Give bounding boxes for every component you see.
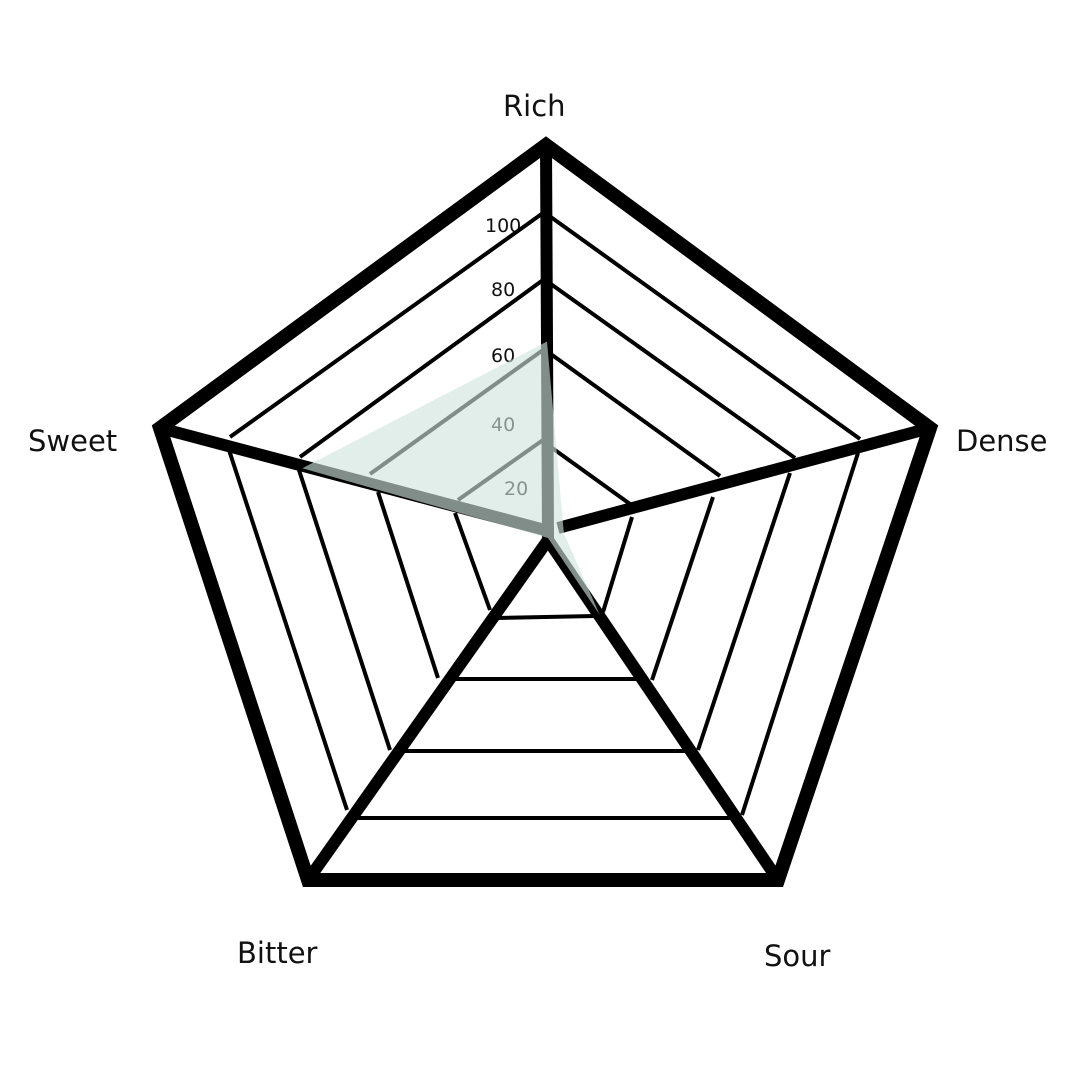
grid-line <box>497 614 596 620</box>
axis-label-rich: Rich <box>503 89 566 123</box>
grid-line <box>296 466 392 751</box>
grid-line <box>376 491 440 679</box>
grid-line <box>546 213 862 441</box>
radar-outer-frame <box>151 136 939 887</box>
grid-line <box>740 452 860 816</box>
radar-grid <box>226 211 862 820</box>
tick-label-100: 100 <box>485 215 521 237</box>
axis-label-bitter: Bitter <box>237 936 318 970</box>
spoke-bitter <box>303 536 553 884</box>
grid-line <box>696 472 792 751</box>
grid-line <box>601 516 634 613</box>
spoke-sour <box>543 536 783 884</box>
grid-line <box>546 280 797 460</box>
axis-label-dense: Dense <box>956 424 1048 458</box>
grid-line <box>298 278 545 459</box>
spoke-dense <box>556 422 932 534</box>
grid-line <box>226 446 349 811</box>
axis-label-sour: Sour <box>764 939 831 973</box>
data-series-area <box>302 341 600 615</box>
axis-label-sweet: Sweet <box>28 424 117 458</box>
axis-labels: Rich Dense Sour Bitter Sweet <box>28 89 1048 973</box>
tick-label-80: 80 <box>491 279 515 301</box>
grid-line <box>546 350 722 478</box>
grid-line <box>650 496 715 681</box>
grid-line <box>228 211 545 439</box>
grid-line <box>453 512 492 611</box>
grid-line <box>546 443 632 506</box>
